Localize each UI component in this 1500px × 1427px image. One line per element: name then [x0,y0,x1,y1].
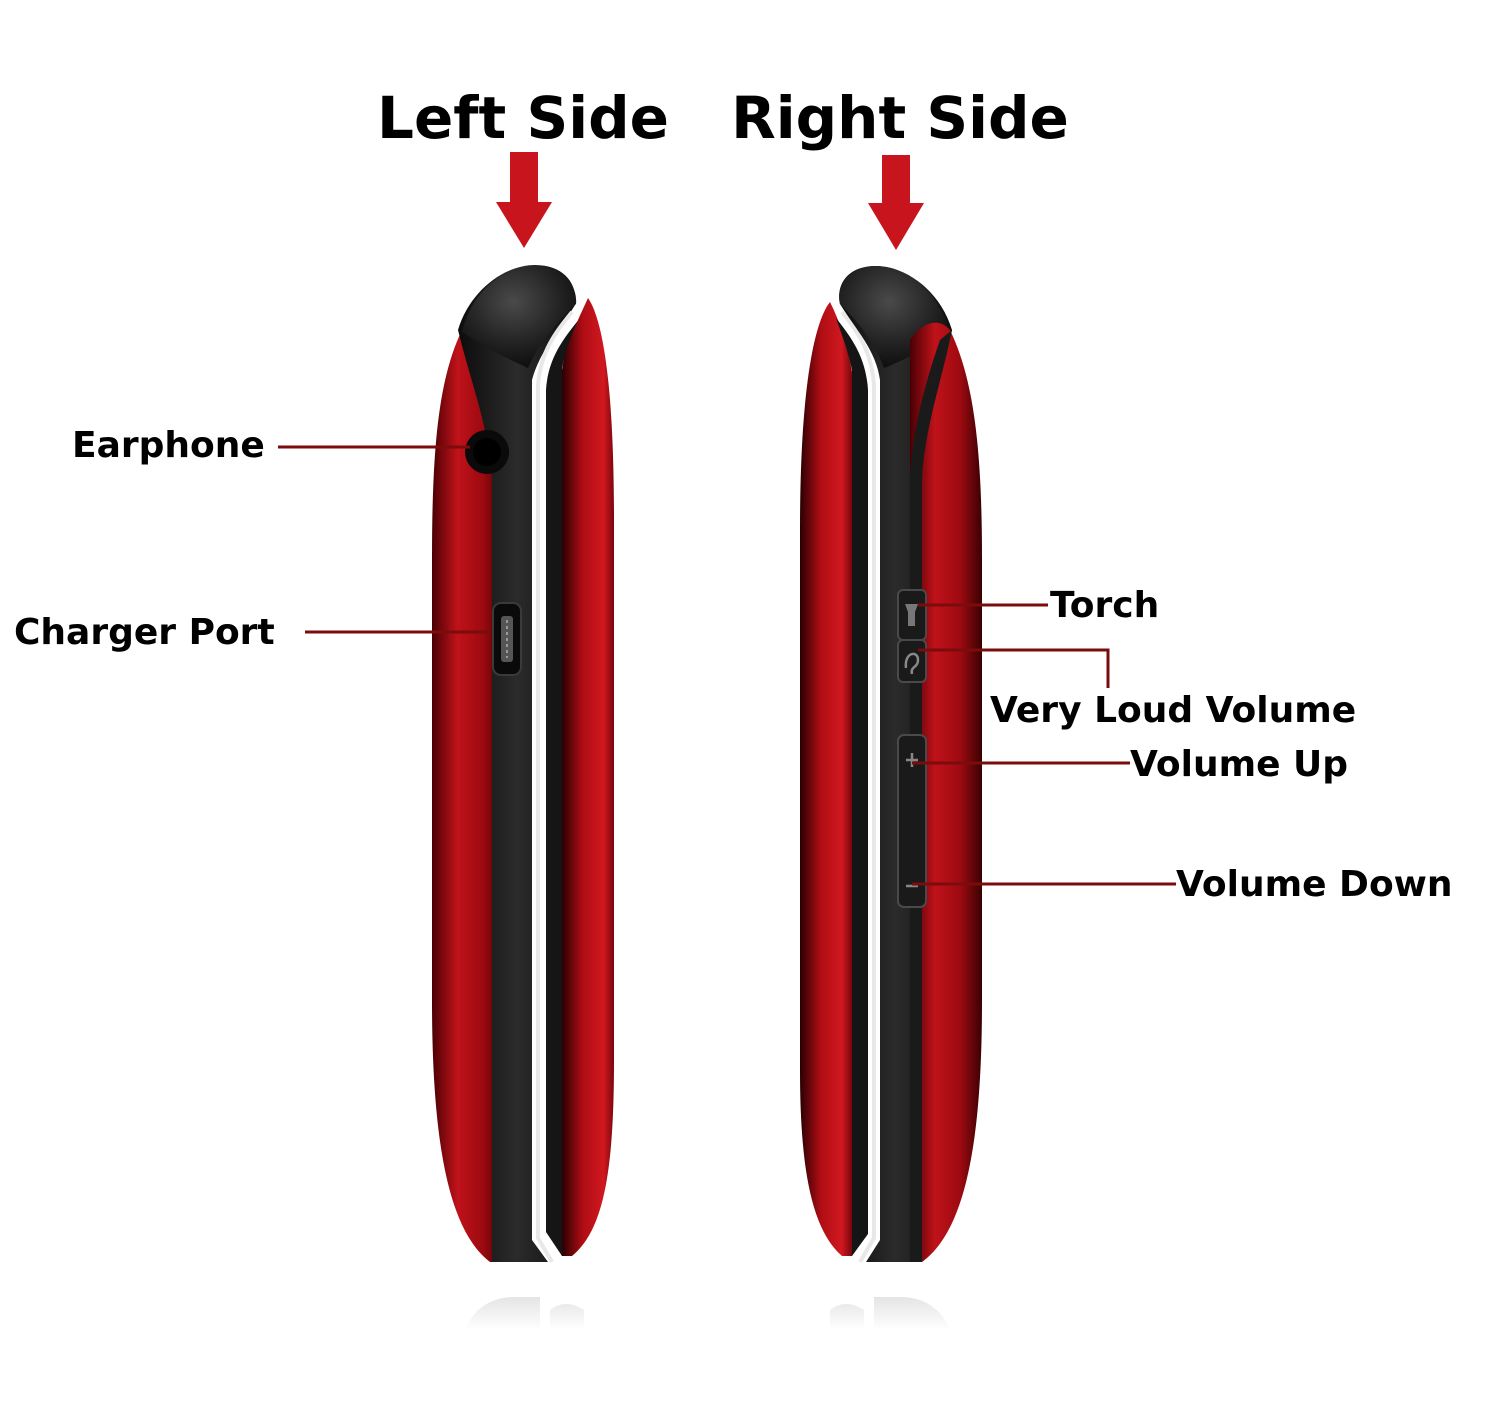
volume-up-label: Volume Up [1130,744,1348,785]
plus-minus-icon [897,734,927,908]
callout-torch: Torch [918,585,1159,626]
callout-very-loud-volume: Very Loud Volume [918,648,1356,731]
down-arrow-icon [496,152,552,248]
phone-right-side [800,266,982,1330]
right-side-heading: Right Side [731,84,1069,152]
callout-earphone: Earphone [72,425,470,466]
charger-port-label: Charger Port [14,612,275,653]
very-loud-volume-label: Very Loud Volume [990,690,1356,731]
front-shell [562,298,614,1256]
back-shell [432,322,505,1262]
callout-charger-port: Charger Port [14,612,492,653]
reflection [830,1297,950,1330]
callout-volume-up: Volume Up [912,744,1348,785]
micro-usb-icon [492,602,522,676]
callout-volume-down: Volume Down [912,864,1453,905]
reflection [465,1297,584,1330]
inner-strip [836,318,868,1256]
phone-left-side [432,265,614,1330]
earphone-label: Earphone [72,425,265,466]
front-shell [800,302,852,1256]
hinge [462,266,577,368]
seam-line [536,310,574,1264]
back-shell [910,322,982,1262]
black-band [839,266,952,1262]
seam-line [840,310,876,1264]
inner-strip [546,318,580,1256]
volume-down-label: Volume Down [1176,864,1453,905]
left-side-heading: Left Side [377,84,669,152]
down-arrow-icon [868,155,924,250]
flashlight-icon [897,589,927,641]
headphone-jack-icon [465,430,509,474]
ear-icon [897,639,927,683]
black-band [458,265,576,1262]
torch-label: Torch [1050,585,1159,626]
